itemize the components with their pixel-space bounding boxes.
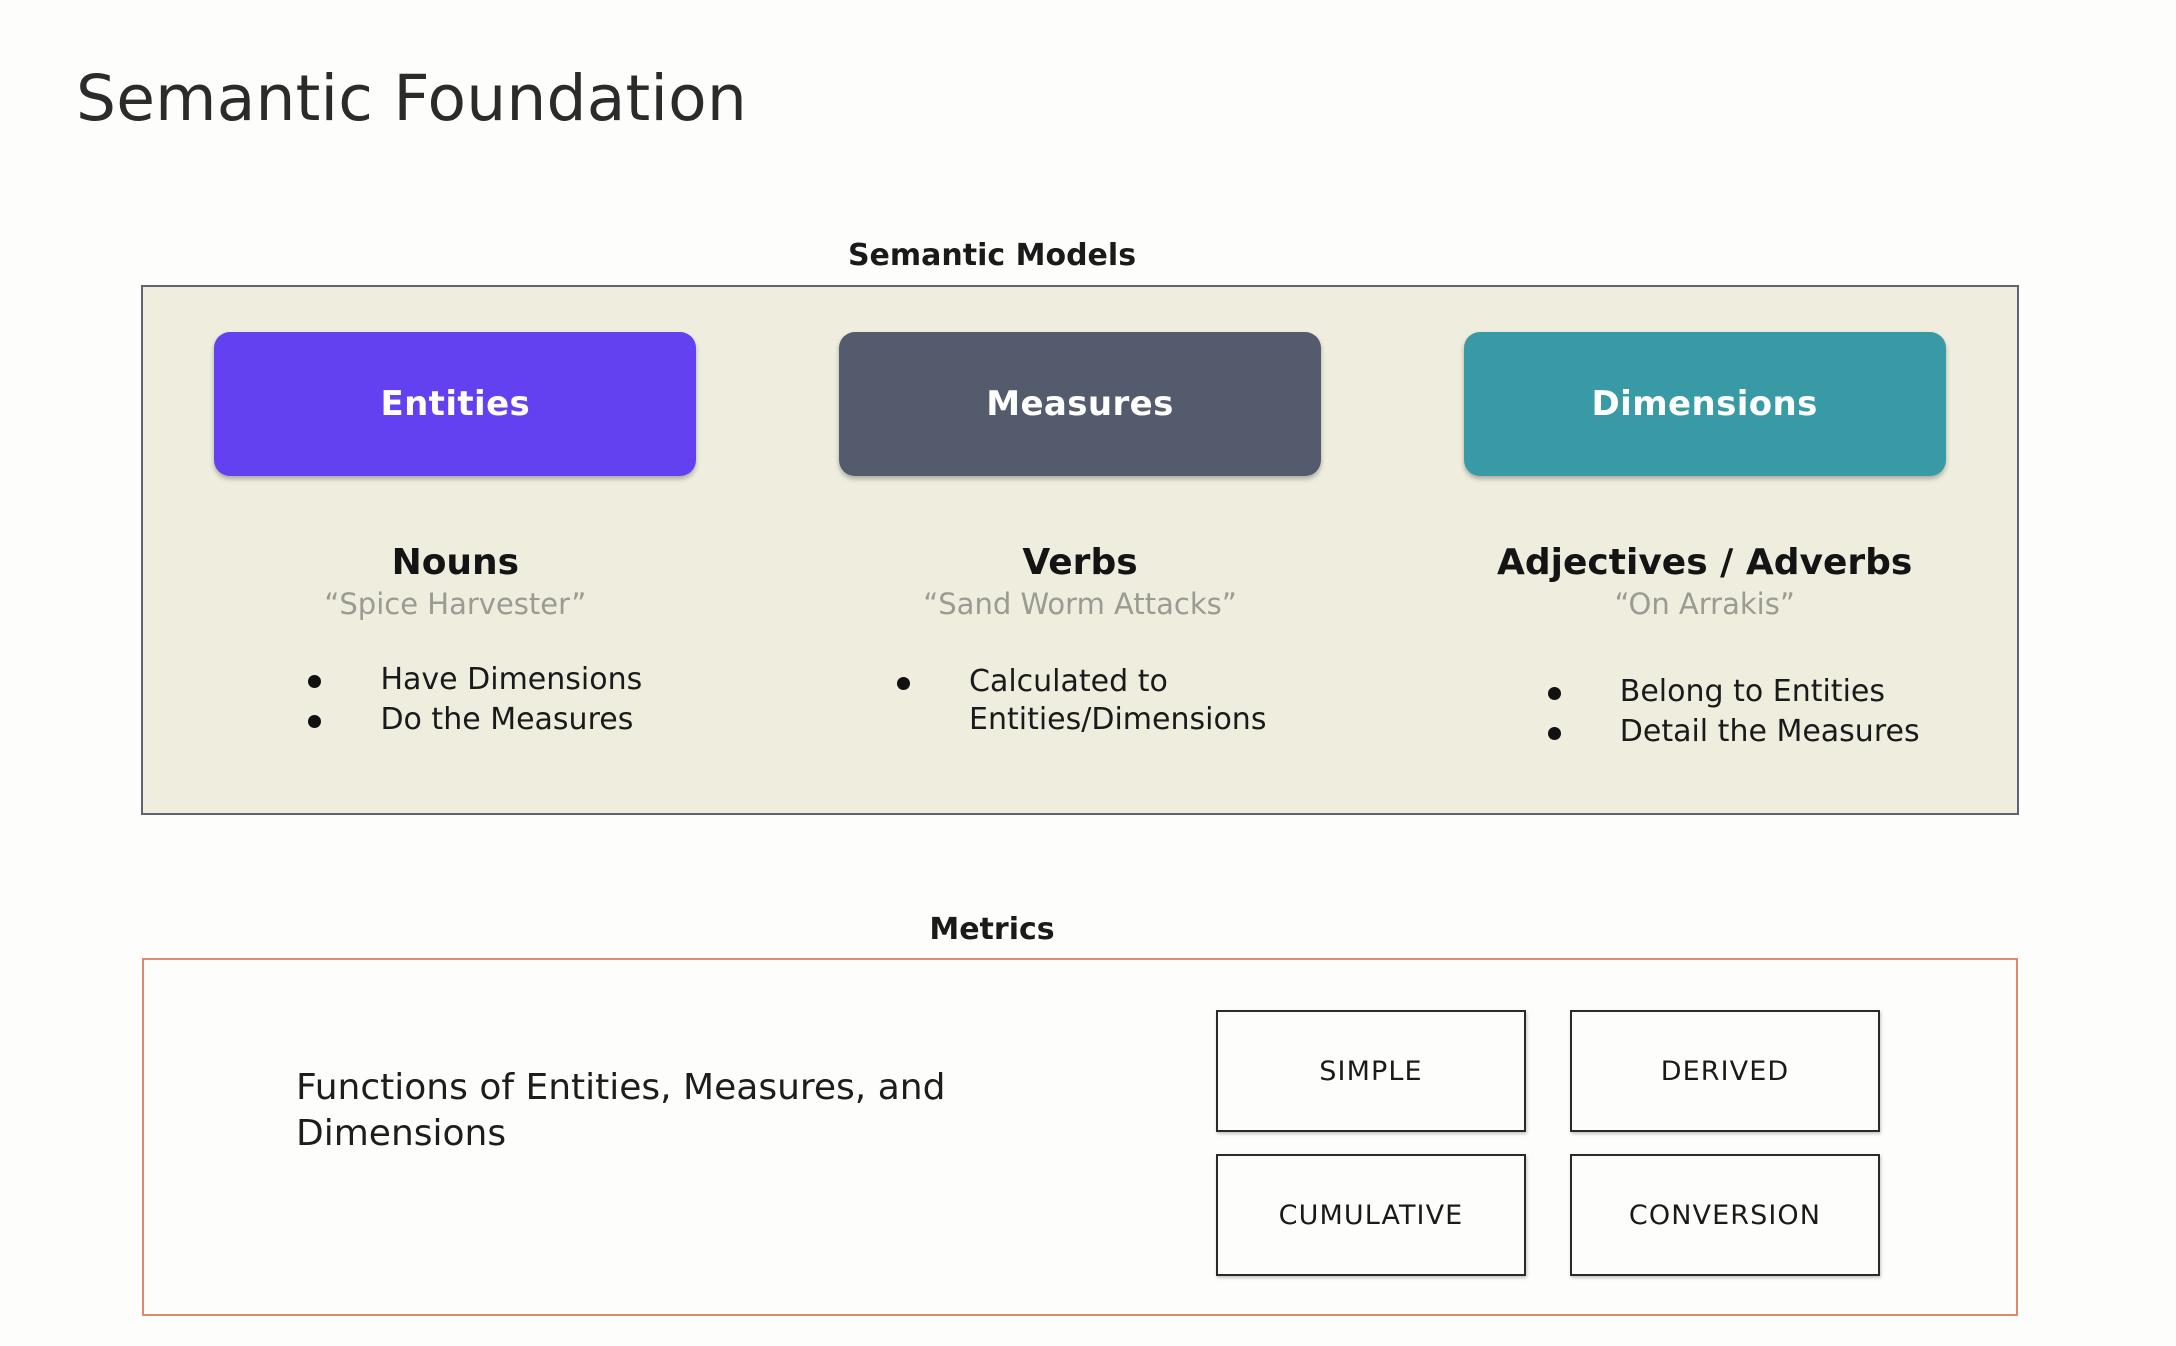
bullet-list-dimensions: Belong to Entities Detail the Measures: [1547, 673, 1920, 753]
part-of-speech-dimensions: Adjectives / Adverbs: [1497, 542, 1913, 583]
part-of-speech-measures: Verbs: [1022, 542, 1138, 583]
chip-measures[interactable]: Measures: [839, 332, 1321, 476]
list-item: Detail the Measures: [1547, 713, 1920, 751]
metric-box-simple[interactable]: SIMPLE: [1216, 1010, 1526, 1132]
example-dimensions: “On Arrakis”: [1614, 587, 1795, 621]
list-item: Belong to Entities: [1547, 673, 1920, 711]
semantic-models-caption: Semantic Models: [847, 238, 1137, 273]
bullet-list-measures: Calculated to Entities/Dimensions: [897, 663, 1309, 741]
model-column-measures: Measures Verbs “Sand Worm Attacks” Calcu…: [768, 287, 1393, 813]
list-item: Have Dimensions: [308, 661, 642, 699]
example-entities: “Spice Harvester”: [324, 587, 587, 621]
list-item: Do the Measures: [308, 701, 642, 739]
list-item: Calculated to Entities/Dimensions: [897, 663, 1309, 739]
metric-types-grid: SIMPLE DERIVED CUMULATIVE CONVERSION: [1216, 1010, 1880, 1276]
model-column-dimensions: Dimensions Adjectives / Adverbs “On Arra…: [1392, 287, 2017, 813]
part-of-speech-entities: Nouns: [391, 542, 520, 583]
chip-entities[interactable]: Entities: [214, 332, 697, 476]
metric-box-cumulative[interactable]: CUMULATIVE: [1216, 1154, 1526, 1276]
chip-dimensions[interactable]: Dimensions: [1463, 332, 1946, 476]
semantic-models-grid: Entities Nouns “Spice Harvester” Have Di…: [143, 287, 2017, 813]
metric-box-conversion[interactable]: CONVERSION: [1570, 1154, 1880, 1276]
metric-box-derived[interactable]: DERIVED: [1570, 1010, 1880, 1132]
metrics-panel: Functions of Entities, Measures, and Dim…: [142, 958, 2018, 1316]
semantic-models-panel: Entities Nouns “Spice Harvester” Have Di…: [141, 285, 2019, 815]
metrics-description: Functions of Entities, Measures, and Dim…: [296, 1067, 946, 1155]
page-title: Semantic Foundation: [76, 62, 747, 135]
example-measures: “Sand Worm Attacks”: [923, 587, 1237, 621]
bullet-list-entities: Have Dimensions Do the Measures: [308, 661, 642, 741]
metrics-caption: Metrics: [929, 912, 1055, 947]
model-column-entities: Entities Nouns “Spice Harvester” Have Di…: [143, 287, 768, 813]
